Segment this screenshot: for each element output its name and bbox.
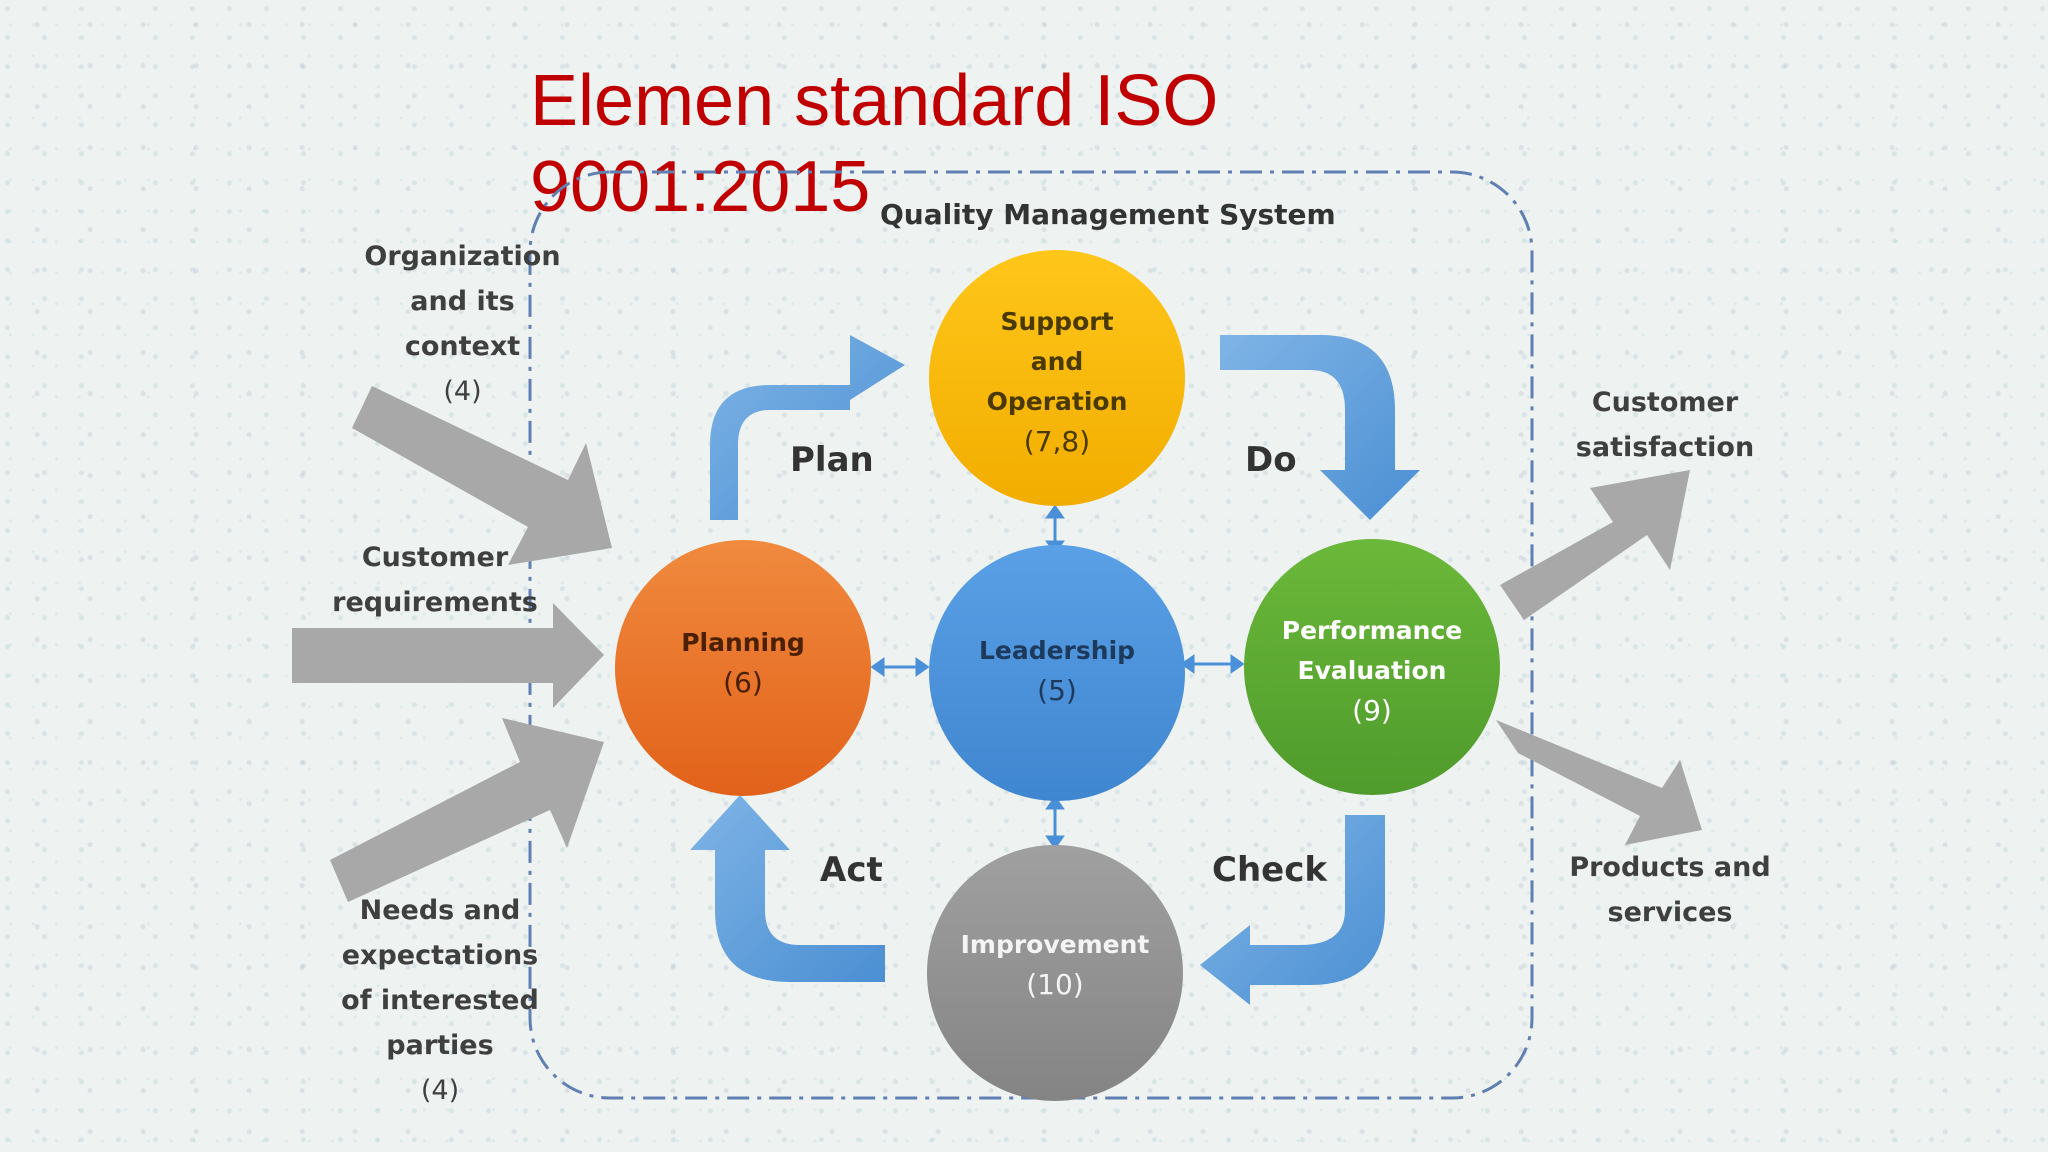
arrow-check	[1200, 815, 1385, 1005]
circle-planning	[615, 540, 871, 796]
circle-support-label: Support and Operation (7,8)	[986, 307, 1128, 458]
label-products: Products and services	[1569, 852, 1771, 928]
arrow-plan	[710, 335, 905, 520]
circle-improvement-label: Improvement (10)	[960, 930, 1150, 1001]
label-needs: Needs and expectations of interested par…	[341, 895, 539, 1106]
arrow-products	[1496, 720, 1702, 845]
label-customer-requirements: Customer requirements	[332, 542, 538, 618]
step-do: Do	[1245, 440, 1297, 480]
arrow-organization	[352, 386, 612, 565]
step-check: Check	[1212, 850, 1327, 890]
circle-improvement	[927, 845, 1183, 1101]
circle-leadership-label: Leadership (5)	[978, 636, 1136, 707]
circle-leadership	[929, 545, 1185, 801]
arrow-do	[1220, 335, 1420, 520]
input-arrows	[292, 386, 612, 902]
step-act: Act	[820, 850, 883, 890]
arrow-customer-requirements	[292, 603, 604, 708]
qms-label: Quality Management System	[880, 198, 1336, 231]
circle-support	[929, 250, 1185, 506]
circle-performance-label: Performance Evaluation (9)	[1281, 616, 1463, 727]
arrow-act	[690, 795, 885, 982]
arrow-needs	[330, 718, 604, 902]
pdca-arrows	[690, 335, 1420, 1005]
page-title: Elemen standard ISO 9001:2015	[530, 61, 1219, 227]
circle-planning-label: Planning (6)	[681, 628, 805, 699]
output-arrows	[1496, 470, 1702, 845]
label-customer-satisfaction: Customer satisfaction	[1575, 387, 1755, 463]
circle-performance	[1244, 539, 1500, 795]
arrow-customer-satisfaction	[1500, 470, 1690, 620]
step-plan: Plan	[790, 440, 874, 480]
label-organization: Organization and its context (4)	[364, 241, 561, 407]
